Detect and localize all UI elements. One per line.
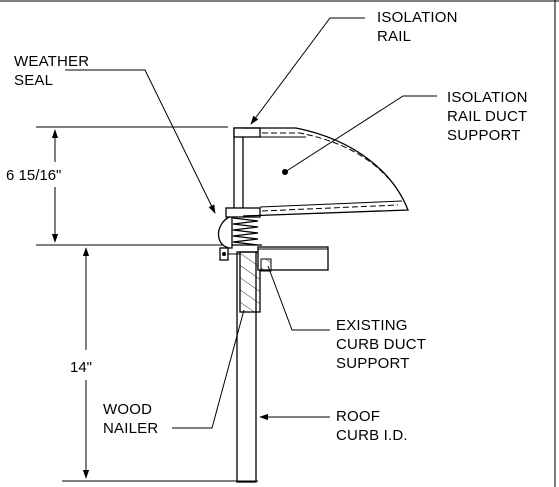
leader-rail-duct-support-dot	[282, 169, 288, 175]
leader-rail-duct-support-line	[284, 95, 437, 173]
leader-wood-nailer: WOOD NAILER	[103, 309, 245, 437]
label-roof-curb-1: ROOF	[336, 408, 380, 425]
label-weather-seal-2: SEAL	[14, 72, 53, 89]
lower-dimension: 14"	[62, 247, 258, 482]
label-weather-seal-1: WEATHER	[14, 53, 89, 70]
label-curb-duct-support-2: CURB DUCT	[336, 336, 426, 353]
lower-dim-text: 14"	[70, 359, 92, 376]
upper-dim-text: 6 15/16"	[6, 167, 61, 184]
duct-liner-top-dashed	[262, 132, 389, 179]
isolation-rail-assembly	[225, 127, 409, 218]
label-curb-duct-support-3: SUPPORT	[336, 355, 410, 372]
weather-seal-bulb	[217, 216, 233, 249]
upper-dimension: 6 15/16"	[6, 126, 228, 246]
leader-isolation-rail-duct-support: ISOLATION RAIL DUCT SUPPORT	[282, 89, 528, 175]
label-curb-duct-support-1: EXISTING	[336, 317, 408, 334]
isolation-spring	[232, 217, 259, 246]
curb-duct-support-box	[257, 246, 329, 271]
wood-nailer-block	[239, 251, 261, 313]
isolation-rail-base	[225, 207, 261, 218]
leader-isolation-rail-line	[250, 17, 365, 125]
isolation-rail-cap	[233, 127, 261, 138]
duct-liner-bottom-dashed	[261, 204, 399, 212]
label-wood-nailer-1: WOOD	[103, 401, 152, 418]
leader-weather-seal: WEATHER SEAL	[14, 53, 216, 214]
rail-duct-support-outline	[242, 127, 409, 217]
label-roof-curb-2: CURB I.D.	[336, 427, 408, 444]
label-rail-duct-support-1: ISOLATION	[447, 89, 528, 106]
fastener-dot	[222, 252, 226, 256]
label-isolation-rail-1: ISOLATION	[377, 9, 458, 26]
duct-liner-bottom-solid	[259, 200, 403, 208]
curb-duct-support-hatch	[260, 258, 272, 272]
leader-wood-nailer-line	[172, 309, 245, 429]
existing-curb-duct-support	[257, 246, 329, 272]
label-isolation-rail-2: RAIL	[377, 28, 411, 45]
isolation-rail-upright	[233, 127, 244, 217]
leader-existing-curb-duct-support: EXISTING CURB DUCT SUPPORT	[267, 265, 426, 372]
label-rail-duct-support-2: RAIL DUCT	[447, 108, 527, 125]
leader-weather-seal-line	[65, 69, 216, 214]
leader-curb-duct-support-line	[267, 265, 330, 331]
label-wood-nailer-2: NAILER	[103, 420, 158, 437]
leader-roof-curb-id: ROOF CURB I.D.	[259, 408, 408, 444]
leader-isolation-rail: ISOLATION RAIL	[250, 9, 458, 125]
label-rail-duct-support-3: SUPPORT	[447, 127, 521, 144]
